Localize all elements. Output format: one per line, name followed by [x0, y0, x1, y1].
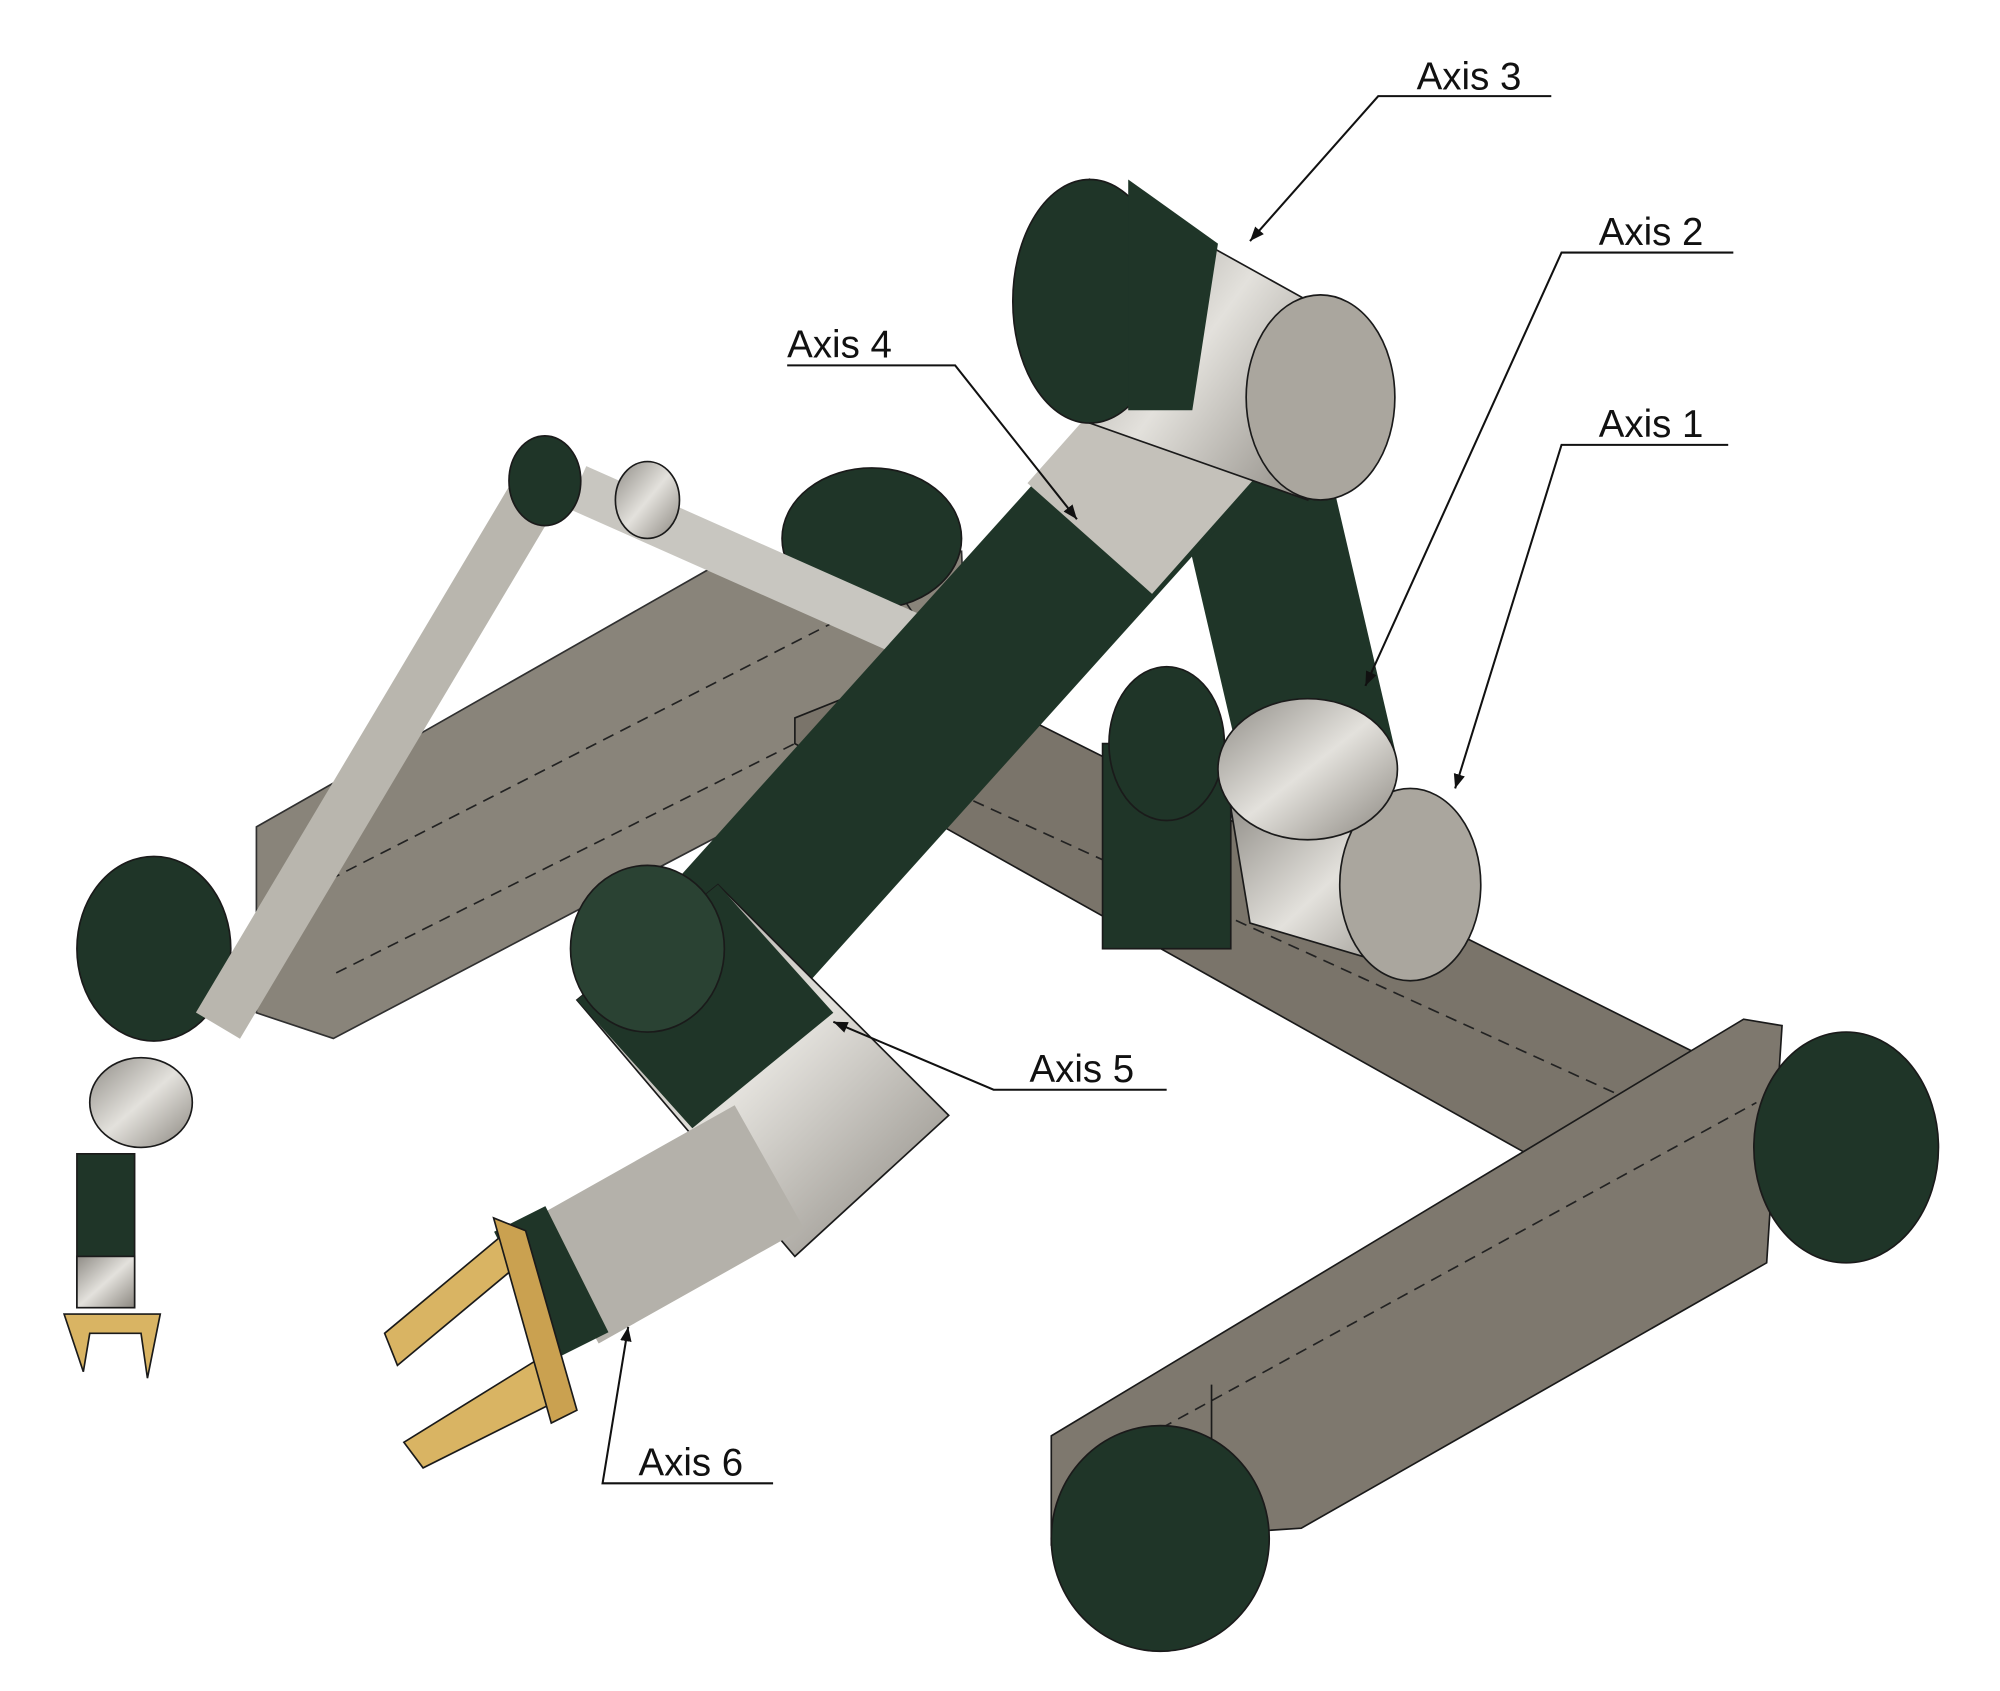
- axis5-joint: [494, 864, 950, 1358]
- label-axis-3: Axis 3: [1417, 56, 1522, 99]
- axis1-joint: [1101, 665, 1482, 982]
- axis3-joint: [1011, 178, 1396, 502]
- leaders: [601, 95, 1734, 1485]
- label-axis-6: Axis 6: [638, 1442, 743, 1485]
- label-axis-1: Axis 1: [1599, 403, 1704, 446]
- wheel-rear-left: [76, 855, 232, 1042]
- secondary-arm: [62, 435, 933, 1379]
- wheel-front-left: [1050, 1424, 1271, 1653]
- label-axis-4: Axis 4: [787, 324, 892, 367]
- wheel-front-right: [1753, 1031, 1940, 1264]
- label-axis-5: Axis 5: [1029, 1048, 1134, 1091]
- label-axis-2: Axis 2: [1599, 211, 1704, 254]
- gripper: [383, 1216, 578, 1469]
